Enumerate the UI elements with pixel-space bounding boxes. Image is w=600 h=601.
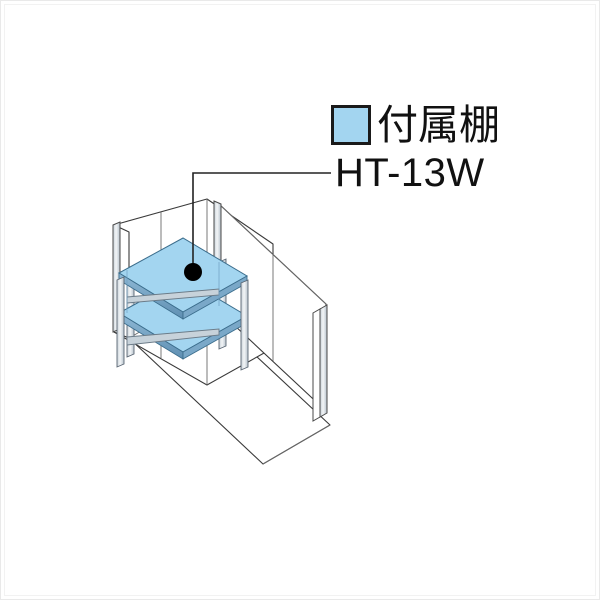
legend-label-shelf: 付属棚 [377,100,500,149]
shelf-depth-lines [126,262,220,313]
post-front-right-inner [312,308,321,422]
right-wall-bottom-edge [262,424,331,465]
right-wall-top-edge [218,203,327,305]
callout-leader [184,172,331,281]
attached-shelf-unit [116,237,249,371]
shelf-leg-front-left [116,276,125,368]
part-code-label: HT-13W [335,151,485,195]
callout-dot [184,263,202,281]
legend-row-shelf: 付属棚 [331,101,581,149]
post-front-right [319,304,328,418]
legend: 付属棚 [331,101,581,149]
shelf-rail-lower [126,328,220,346]
shelf-color-swatch [331,105,371,145]
leader-line [192,172,331,271]
shelf-leg-front-right [240,279,249,371]
